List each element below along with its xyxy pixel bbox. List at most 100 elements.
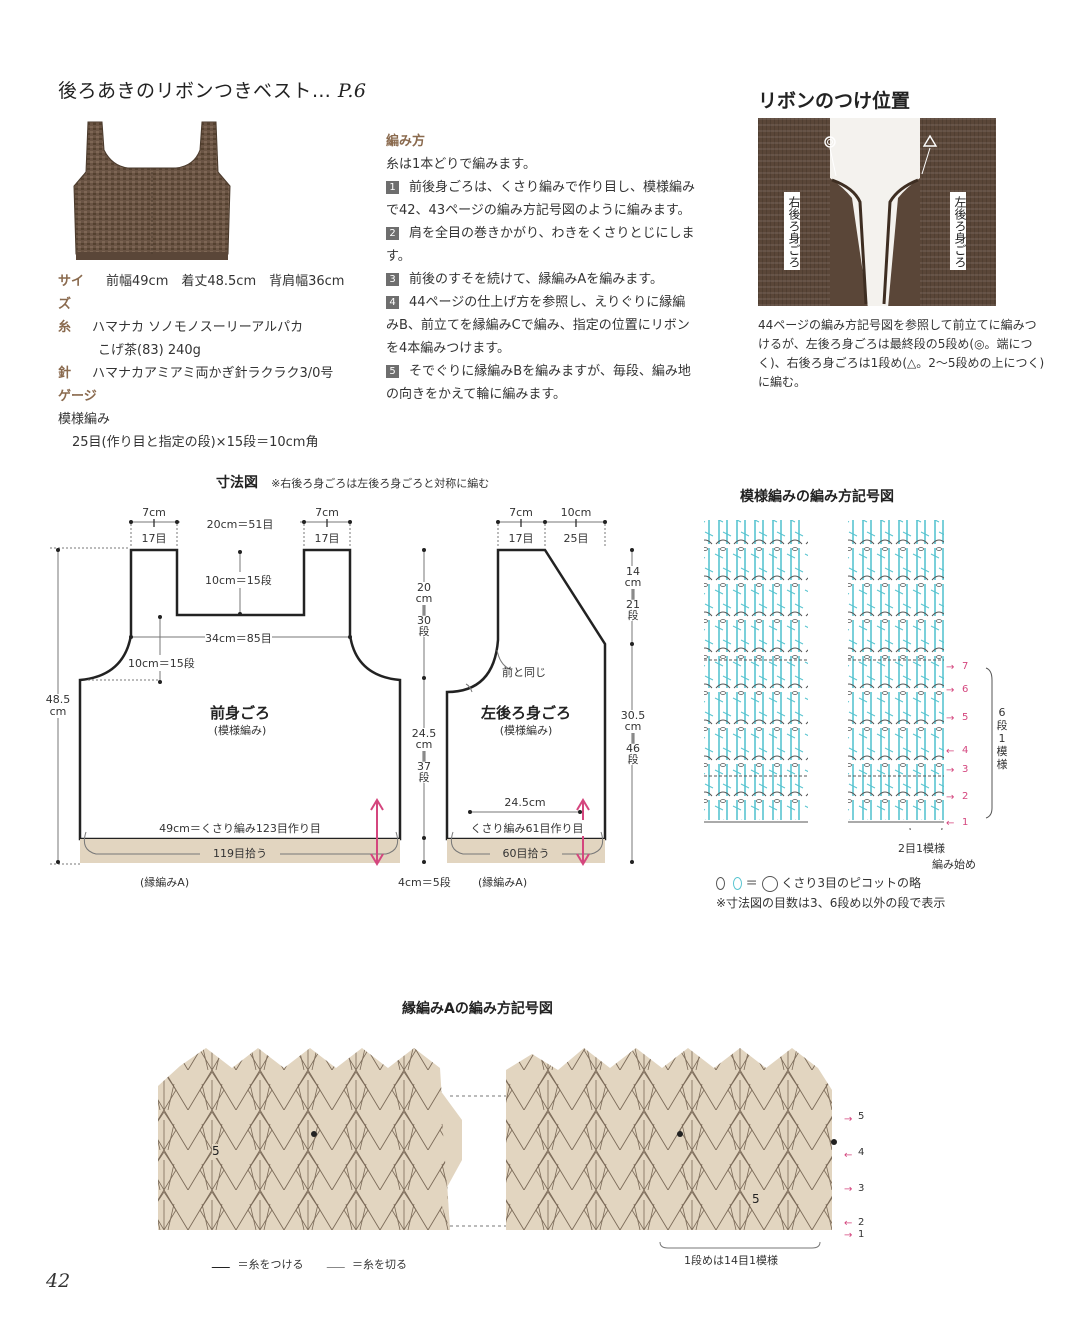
label-left-back: 左後ろ身ごろ <box>953 196 967 268</box>
picot-symbol-icon <box>761 875 778 892</box>
step-text: 44ページの仕上げ方を参照し、えりぐりに縁編みB、前立てを縁編みCで編み、指定の… <box>386 295 690 356</box>
front-top-right-cm: 7cm <box>315 506 339 519</box>
border-chart: →←→←→ <box>158 1048 852 1249</box>
cut-yarn-icon <box>325 1257 354 1268</box>
size-value: 前幅49cm 着丈48.5cm 背肩幅36cm <box>106 274 345 289</box>
border-repeat: 1段めは14目1模様 <box>684 1254 778 1267</box>
armhole-cm: 20 <box>417 581 431 594</box>
front-armhole: 10cm＝15段 <box>128 655 195 671</box>
row-5: 5 <box>962 712 969 723</box>
border-row-3: 3 <box>858 1183 865 1194</box>
gauge-value: 25目(作り目と指定の段)×15段＝10cm角 <box>72 435 319 450</box>
back-pickup: 60目拾う <box>490 845 562 861</box>
border-row-4: 4 <box>858 1147 865 1158</box>
instructions-intro: 糸は1本どりで編みます。 <box>386 157 536 172</box>
front-total-height-value: 48.5 <box>45 693 71 706</box>
border-title: 縁編みAの編み方記号図 <box>402 1001 553 1017</box>
front-top-mid: 20cm＝51目 <box>180 516 300 532</box>
page-number: 42 <box>46 1270 71 1292</box>
front-cast-on: 49cm＝くさり編み123目作り目 <box>140 820 340 836</box>
back-neck-sep: ‖ <box>630 587 636 600</box>
step-text: 前後のすそを続けて、縁編みAを編みます。 <box>409 272 663 287</box>
repeat-rows-pattern-a: 模 <box>996 745 1008 758</box>
ribbon-title: リボンのつけ位置 <box>758 90 911 112</box>
border-height: 4cm＝5段 <box>398 876 451 889</box>
border-marker-left: 5 <box>212 1144 220 1158</box>
svg-text:→: → <box>946 685 954 696</box>
legend-cut: ＝糸を切る <box>352 1258 407 1271</box>
step-number: 4 <box>386 296 399 309</box>
front-top-left-st: 17目 <box>141 532 167 545</box>
attach-yarn-icon <box>211 1257 239 1268</box>
legend-attach: ＝糸をつける <box>237 1258 304 1271</box>
svg-text:→: → <box>946 713 954 724</box>
step-number: 1 <box>386 181 399 194</box>
front-neck-depth: 10cm＝15段 <box>205 572 272 588</box>
back-top-left-sep: ‖ <box>519 518 523 527</box>
step-number: 5 <box>386 365 399 378</box>
back-cast-on: くさり編み61目作り目 <box>465 820 589 836</box>
legend-text: くさり3目のピコットの略 <box>781 876 921 890</box>
back-total-height: 30.5 cm ‖ 46 段 <box>618 710 648 765</box>
step-number: 2 <box>386 227 399 240</box>
dimension-note: ※右後ろ身ごろは左後ろ身ごろと対称に編む <box>271 477 490 490</box>
front-border: (縁編みA) <box>140 876 190 889</box>
back-total-rows: 46 <box>626 742 640 755</box>
ribbon-photo: 右後ろ身ごろ 左後ろ身ごろ <box>758 118 996 306</box>
gauge-label: ゲージ <box>58 389 97 404</box>
row-4: 4 <box>962 745 969 756</box>
dimension-diagram <box>50 520 634 866</box>
body-rows: 37 <box>417 760 431 773</box>
back-top-left-cm: 7cm <box>509 506 533 519</box>
svg-text:→: → <box>844 1230 852 1241</box>
svg-text:→: → <box>844 1114 852 1125</box>
front-top-left-sep: ‖ <box>152 518 156 527</box>
svg-text:←: ← <box>844 1218 852 1229</box>
step-text: 前後身ごろは、くさり編みで作り目し、模様編みで42、43ページの編み方記号図のよ… <box>386 180 696 218</box>
back-top-right-cm: 10cm <box>560 506 592 519</box>
step-text: そでぐりに縁編みBを編みますが、毎段、編み地の向きをかえて輪に編みます。 <box>386 364 691 402</box>
yarn-amount: こげ茶(83) 240g <box>98 343 201 358</box>
body-cm-unit: cm <box>415 738 433 751</box>
yarn-label: 糸 <box>58 320 72 335</box>
body-cm: 24.5 <box>411 727 437 740</box>
needle-value: ハマナカアミアミ両かぎ針ラクラク3/0号 <box>92 366 334 381</box>
armhole-sep: ‖ <box>421 603 427 616</box>
border-row-1: 1 <box>858 1229 865 1240</box>
instructions-heading: 編み方 <box>386 134 426 149</box>
page-title: 後ろあきのリボンつきベスト… P.6 <box>58 76 366 103</box>
back-neck-height: 14 cm ‖ 21 段 <box>623 566 643 621</box>
back-neck-rows-unit: 段 <box>627 609 639 622</box>
back-top-right-st: 25目 <box>563 532 589 545</box>
pattern-title: 模様編みの編み方記号図 <box>740 489 894 505</box>
armhole-rows: 30 <box>417 614 431 627</box>
pattern-start: 編み始め <box>932 858 976 871</box>
front-total-height: 48.5 cm <box>38 694 78 718</box>
pattern-repeat-rows: 6 段 1 模 様 <box>994 706 1010 771</box>
front-pickup: 119目拾う <box>200 845 280 861</box>
row-1: 1 <box>962 817 969 828</box>
row-3: 3 <box>962 764 969 775</box>
spec-block: サイズ前幅49cm 着丈48.5cm 背肩幅36cm 糸ハマナカ ソノモノスーリ… <box>58 270 388 454</box>
svg-text:→: → <box>946 792 954 803</box>
needle-label: 針 <box>58 366 72 381</box>
repeat-rows-one: 1 <box>998 732 1006 745</box>
pattern-note: ※寸法図の目数は3、6段め以外の段で表示 <box>716 896 946 910</box>
back-total-rows-unit: 段 <box>627 753 639 766</box>
border-legend: ＝糸をつける ＝糸を切る <box>211 1256 407 1272</box>
picot-icon <box>716 877 725 890</box>
row-2: 2 <box>962 791 969 802</box>
svg-text:←: ← <box>844 1150 852 1161</box>
row-6: 6 <box>962 684 969 695</box>
size-label: サイズ <box>58 274 85 312</box>
body-height: 24.5 cm ‖ 37 段 <box>410 728 438 783</box>
repeat-rows-unit: 段 <box>996 719 1008 732</box>
border-row-2: 2 <box>858 1217 865 1228</box>
svg-text:→: → <box>946 662 954 673</box>
gauge-name: 模様編み <box>58 412 111 427</box>
